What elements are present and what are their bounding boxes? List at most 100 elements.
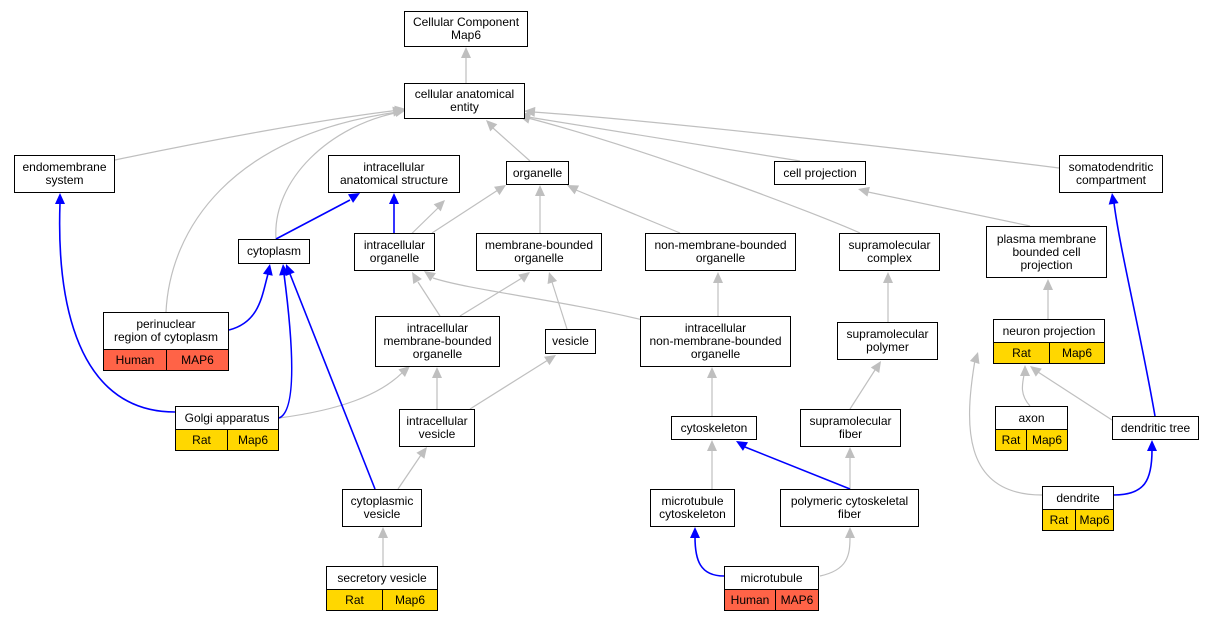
node-microtubule-cytoskeleton[interactable]: microtubule cytoskeleton bbox=[650, 489, 735, 527]
edge-arrowhead bbox=[285, 264, 295, 277]
species-tag: Human bbox=[104, 350, 166, 370]
is-a-edge bbox=[551, 281, 568, 330]
node-label: intracellular membrane-bounded organelle bbox=[383, 321, 492, 361]
node-vesicle[interactable]: vesicle bbox=[545, 329, 596, 354]
node-label: axon bbox=[1018, 410, 1045, 425]
is-a-edge bbox=[431, 189, 499, 234]
gene-tag-row: Rat Map6 bbox=[995, 429, 1068, 451]
part-of-edge bbox=[1113, 202, 1156, 417]
is-a-edge bbox=[397, 454, 422, 490]
is-a-edge bbox=[417, 281, 441, 317]
is-a-edge bbox=[527, 116, 801, 162]
node-cytoplasm[interactable]: cytoplasm bbox=[238, 239, 310, 264]
species-tag: Human bbox=[725, 590, 775, 610]
is-a-edge bbox=[469, 359, 549, 410]
node-endomembrane-system[interactable]: endomembrane system bbox=[14, 155, 115, 193]
gene-tag: MAP6 bbox=[166, 350, 228, 370]
node-dendritic-tree[interactable]: dendritic tree bbox=[1112, 416, 1199, 440]
edge-arrowhead bbox=[433, 200, 445, 212]
node-intracellular-vesicle[interactable]: intracellular vesicle bbox=[399, 409, 475, 447]
node-label: polymeric cytoskeletal fiber bbox=[790, 494, 909, 521]
node-supramolecular-polymer[interactable]: supramolecular polymer bbox=[837, 322, 938, 360]
edge-arrowhead bbox=[1147, 440, 1157, 451]
is-a-edge bbox=[165, 111, 399, 313]
is-a-edge bbox=[527, 117, 861, 234]
node-intracellular-non-membrane-bounded-organelle[interactable]: intracellular non-membrane-bounded organ… bbox=[640, 316, 791, 367]
node-golgi-apparatus[interactable]: Golgi apparatus Rat Map6 bbox=[175, 406, 279, 451]
node-membrane-bounded-organelle[interactable]: membrane-bounded organelle bbox=[476, 233, 602, 271]
edge-arrowhead bbox=[486, 120, 498, 132]
part-of-edge bbox=[228, 273, 269, 331]
node-dendrite[interactable]: dendrite Rat Map6 bbox=[1042, 486, 1114, 531]
node-microtubule[interactable]: microtubule Human MAP6 bbox=[724, 566, 819, 611]
node-plasma-membrane-bounded-cell-projection[interactable]: plasma membrane bounded cell projection bbox=[986, 226, 1107, 278]
edge-arrowhead bbox=[392, 106, 404, 117]
edge-arrowhead bbox=[494, 185, 506, 196]
part-of-edge bbox=[289, 273, 376, 490]
is-a-edge bbox=[278, 371, 404, 419]
node-intracellular-anatomical-structure[interactable]: intracellular anatomical structure bbox=[328, 155, 460, 193]
edge-arrowhead bbox=[535, 185, 545, 196]
edge-arrowhead bbox=[1020, 365, 1030, 376]
node-label: endomembrane system bbox=[22, 160, 107, 187]
is-a-edge bbox=[1021, 374, 1031, 407]
part-of-edge bbox=[1113, 449, 1153, 496]
node-label: cell projection bbox=[783, 165, 857, 180]
node-label: microtubule bbox=[740, 570, 803, 585]
edge-arrowhead bbox=[713, 272, 723, 283]
edge-arrowhead bbox=[544, 355, 556, 366]
node-label: dendrite bbox=[1056, 490, 1100, 505]
edge-arrowhead bbox=[883, 272, 893, 283]
node-cytoplasmic-vesicle[interactable]: cytoplasmic vesicle bbox=[342, 489, 422, 527]
gene-tag-row: Rat Map6 bbox=[993, 342, 1105, 364]
node-neuron-projection[interactable]: neuron projection Rat Map6 bbox=[993, 319, 1105, 364]
is-a-edge bbox=[849, 369, 876, 410]
node-polymeric-cytoskeletal-fiber[interactable]: polymeric cytoskeletal fiber bbox=[780, 489, 919, 527]
node-label: cytoplasm bbox=[246, 244, 302, 258]
node-organelle[interactable]: organelle bbox=[506, 161, 569, 185]
part-of-edge bbox=[58, 202, 176, 413]
gene-tag-row: Rat Map6 bbox=[1042, 509, 1114, 531]
species-tag: Rat bbox=[327, 590, 382, 610]
node-cellular-anatomical-entity[interactable]: cellular anatomical entity bbox=[404, 83, 525, 119]
node-label: Cellular Component Map6 bbox=[412, 15, 520, 42]
part-of-edge bbox=[694, 536, 725, 577]
node-cellular-component[interactable]: Cellular Component Map6 bbox=[404, 11, 528, 47]
node-supramolecular-fiber[interactable]: supramolecular fiber bbox=[800, 409, 901, 447]
is-a-edge bbox=[114, 109, 401, 161]
node-somatodendritic-compartment[interactable]: somatodendritic compartment bbox=[1059, 155, 1163, 193]
edge-arrowhead bbox=[378, 527, 388, 538]
gene-tag-row: Rat Map6 bbox=[326, 589, 438, 611]
node-label: somatodendritic compartment bbox=[1068, 160, 1154, 187]
edge-arrowhead bbox=[870, 361, 881, 373]
part-of-edge bbox=[278, 273, 293, 419]
node-intracellular-membrane-bounded-organelle[interactable]: intracellular membrane-bounded organelle bbox=[375, 316, 500, 367]
edge-arrowhead bbox=[736, 441, 749, 451]
node-label: Golgi apparatus bbox=[184, 410, 270, 425]
node-cytoskeleton[interactable]: cytoskeleton bbox=[671, 416, 757, 440]
node-non-membrane-bounded-organelle[interactable]: non-membrane-bounded organelle bbox=[645, 233, 796, 271]
is-a-edge bbox=[275, 111, 401, 240]
node-label: intracellular organelle bbox=[363, 238, 426, 265]
edge-arrowhead bbox=[262, 264, 273, 276]
node-axon[interactable]: axon Rat Map6 bbox=[995, 406, 1068, 451]
node-label: intracellular anatomical structure bbox=[339, 160, 449, 187]
gene-tag-row: Rat Map6 bbox=[175, 429, 279, 451]
node-perinuclear-region[interactable]: perinuclear region of cytoplasm Human MA… bbox=[103, 312, 229, 371]
node-label: vesicle bbox=[552, 334, 589, 348]
species-tag: Rat bbox=[994, 343, 1049, 363]
species-tag: Rat bbox=[176, 430, 227, 450]
is-a-edge bbox=[492, 127, 531, 162]
node-supramolecular-complex[interactable]: supramolecular complex bbox=[839, 233, 940, 271]
node-cell-projection[interactable]: cell projection bbox=[774, 161, 866, 185]
node-label: cytoskeleton bbox=[680, 420, 748, 435]
edge-arrowhead bbox=[969, 352, 980, 364]
edge-arrowhead bbox=[524, 106, 536, 117]
node-intracellular-organelle[interactable]: intracellular organelle bbox=[354, 233, 435, 271]
node-label: neuron projection bbox=[1002, 323, 1096, 338]
is-a-edge bbox=[459, 277, 523, 317]
is-a-edge bbox=[532, 111, 1060, 169]
node-secretory-vesicle[interactable]: secretory vesicle Rat Map6 bbox=[326, 566, 438, 611]
edge-arrowhead bbox=[1108, 193, 1119, 205]
